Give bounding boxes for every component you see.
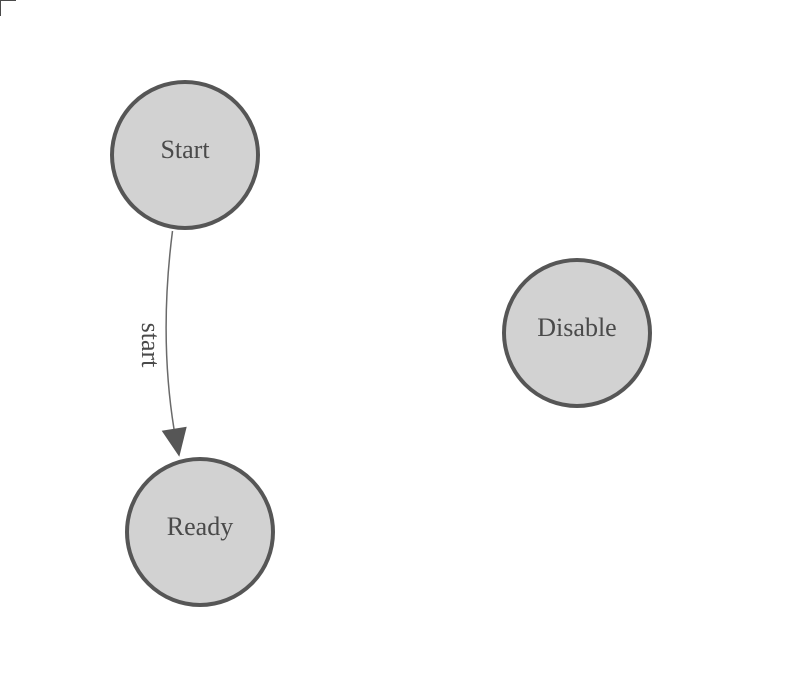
state-label-disable: Disable <box>537 313 617 342</box>
edge-arrowhead <box>161 426 187 457</box>
state-label-start: Start <box>160 135 210 164</box>
state-node-ready[interactable]: Ready <box>125 457 275 607</box>
paper-corner-mark <box>0 0 16 16</box>
state-node-disable[interactable]: Disable <box>502 258 652 408</box>
edge-label-start[interactable]: start <box>136 322 165 368</box>
state-node-start[interactable]: Start <box>110 80 260 230</box>
transition-edge-start-ready[interactable] <box>165 230 175 430</box>
state-label-ready: Ready <box>166 512 234 541</box>
